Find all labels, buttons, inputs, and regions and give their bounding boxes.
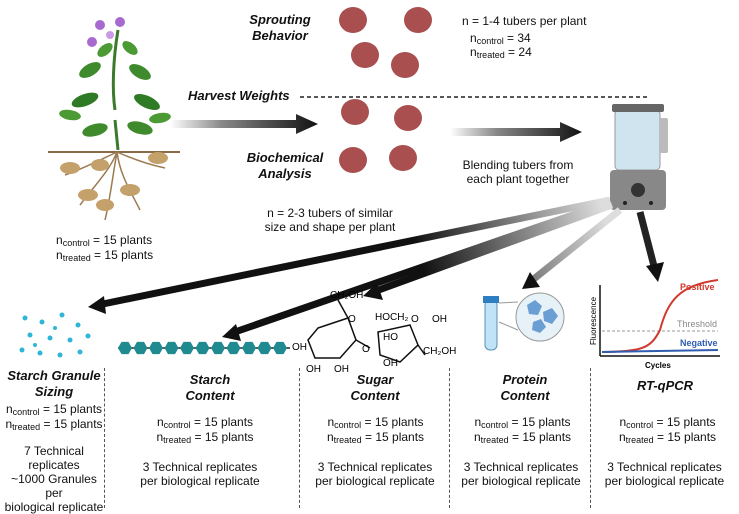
starch-glucose-unit [226,341,241,355]
sugar-hoch2: HOCH₂ [375,312,408,323]
assay-replicates-qpcr: 3 Technical replicates per biological re… [604,460,725,488]
starch-glucose-unit [180,341,194,355]
separator-2 [299,368,300,508]
assay-title-protein: Protein Content [500,372,550,403]
fan-arrows [88,196,664,341]
blending-text: Blending tubers from each plant together [462,158,574,186]
starch-glucose-unit [195,341,210,355]
starch-glucose-unit [164,341,179,355]
sucrose-structure [307,299,426,363]
sprouting-n: n = 1-4 tubers per plant [462,14,587,28]
arrow-plant-to-tubers [170,114,318,134]
assay-treated-starch: ntreated = 15 plants [156,430,254,445]
harvest-title: Harvest Weights [188,88,290,103]
starch-granules-dots [19,312,91,358]
arrow-tubers-to-blender [450,122,582,142]
sugar-oh3: OH [334,364,349,375]
plant-control: ncontrol = 15 plants [56,233,153,248]
sprouting-control: ncontrol = 34 [470,31,531,46]
starch-hexagon-chain [118,341,290,355]
sugar-oh4: OH [432,314,447,325]
assay-treated-sugar: ntreated = 15 plants [326,430,425,445]
sugar-oh1: OH [292,342,307,353]
starch-glucose-unit [273,341,287,355]
sprouting-title: Sprouting Behavior [249,12,311,43]
assay-title-starch: Starch Content [185,372,235,403]
assay-replicates-granule: 7 Technical replicates ~1000 Granules pe… [4,444,104,514]
starch-glucose-unit [133,341,148,355]
sugar-o2: O [362,344,370,355]
assay-control-qpcr: ncontrol = 15 plants [619,415,716,430]
separator-4 [590,368,591,508]
sugar-oh5: OH [383,358,398,369]
qpcr-negative-label: Negative [680,338,718,348]
qpcr-positive-label: Positive [680,282,715,292]
qpcr-threshold-label: Threshold [677,319,717,329]
starch-glucose-unit [118,341,132,355]
qpcr-chart [599,279,720,357]
assay-treated-protein: ntreated = 15 plants [473,430,572,445]
sugar-ho: HO [383,332,398,343]
starch-glucose-unit [149,341,163,355]
qpcr-ylabel: Fluorescence [589,296,598,345]
blender-icon [610,104,668,210]
assay-title-qpcr: RT-qPCR [636,378,694,393]
harvest-tubers [341,99,422,131]
separator-1 [104,368,105,508]
tubers-text: n = 2-3 tubers of similar size and shape… [264,206,396,234]
starch-glucose-unit [211,341,225,355]
separator-3 [449,368,450,508]
assay-title-granule: Starch Granule Sizing [7,368,101,399]
assay-treated-qpcr: ntreated = 15 plants [618,430,717,445]
sprouting-treated: ntreated = 24 [470,45,532,60]
potato-plant-illustration [48,17,180,221]
qpcr-xlabel: Cycles [645,361,671,370]
sugar-o3: O [411,314,419,325]
sugar-o1: O [348,314,356,325]
protein-tube-icon [483,292,565,351]
assay-replicates-protein: 3 Technical replicates per biological re… [461,460,581,488]
starch-glucose-unit [257,341,272,355]
assay-control-protein: ncontrol = 15 plants [474,415,571,430]
sugar-oh2: OH [306,364,321,375]
assay-treated-granule: ntreated = 15 plants [5,417,103,432]
assay-control-starch: ncontrol = 15 plants [156,415,254,430]
starch-glucose-unit [242,341,256,355]
assay-title-sugar: Sugar Content [350,372,400,403]
plant-treated: ntreated = 15 plants [56,248,154,263]
sugar-ch2oh-right: CH₂OH [423,346,456,357]
biochem-title: Biochemical Analysis [246,150,324,181]
sugar-ch2oh-top: CH₂OH [330,290,363,301]
assay-replicates-starch: 3 Technical replicates per biological re… [140,460,260,488]
sprouting-tubers [339,7,432,78]
assay-control-granule: ncontrol = 15 plants [5,402,103,417]
assay-replicates-sugar: 3 Technical replicates per biological re… [315,460,435,488]
biochem-tubers [339,145,417,173]
assay-control-sugar: ncontrol = 15 plants [327,415,424,430]
